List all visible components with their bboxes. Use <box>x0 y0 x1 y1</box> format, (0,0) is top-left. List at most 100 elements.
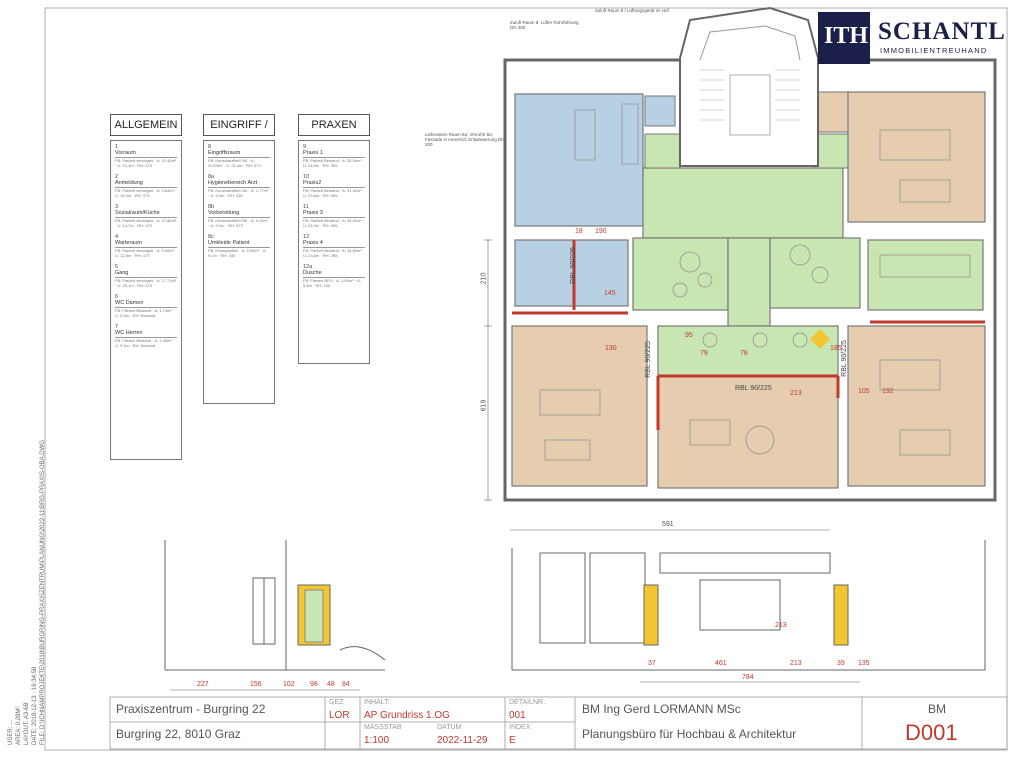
entry-detail: FB: Parkett Bestand · A: 34,61m² · U: 24… <box>303 218 365 228</box>
file-meta-user: USER: ... <box>8 719 14 745</box>
dimension-label: 461 <box>715 660 727 667</box>
legend-title-praxen: PRAXEN <box>298 114 370 136</box>
entry-num: 8b <box>208 204 215 210</box>
section-b <box>511 540 986 671</box>
entry-name: Vorraum <box>115 150 177 158</box>
section-a-door-green <box>304 589 324 643</box>
dimension-label: 210 <box>480 272 488 285</box>
dimension-label: 213 <box>775 622 787 629</box>
room-praxis-2 <box>847 91 986 223</box>
detail-value: 001 <box>509 710 526 721</box>
file-meta-area: AREA: 0.28M² <box>16 706 22 745</box>
legend-title-eingriff: EINGRIFF / OP <box>203 114 275 151</box>
room-wc-damen <box>644 133 681 169</box>
entry-name: Warteraum <box>115 240 177 248</box>
rbl-label: RBL 90/225 <box>735 385 772 392</box>
entry-num: 8 <box>208 144 212 150</box>
entry-detail: FB: Parkett versiegelt · A: 12,80m² · U:… <box>115 218 177 228</box>
entry-name: Dusche <box>303 270 365 278</box>
entry-name: Gang <box>115 270 177 278</box>
dimension-label: 79 <box>700 350 708 357</box>
bm-label: BM <box>928 702 946 716</box>
dimension-label: 185 <box>830 345 842 352</box>
index-label: INDEX <box>509 724 531 731</box>
project-address: Burgring 22, 8010 Graz <box>116 727 241 741</box>
entry-num: 3 <box>115 204 119 210</box>
sheet-number: D001 <box>905 720 958 745</box>
dimension-label: 213 <box>790 660 802 667</box>
entry-num: 2 <box>115 174 119 180</box>
entry-detail: FB: Parkett Bestand · A: 34,69m² · U: 23… <box>303 248 365 258</box>
room-sozialraum <box>867 239 984 311</box>
dimension-label: 95 <box>685 332 693 339</box>
entry-detail: FB: Parkett Bestand · A: 35,06m² · U: 24… <box>303 158 365 168</box>
entry-detail: FB: Fliesen Bestand · A: 1,49m² · U: 5,1… <box>115 338 175 348</box>
dimension-label: 39 <box>837 660 845 667</box>
stair-eye <box>729 74 771 136</box>
entry-num: 12a <box>303 264 313 270</box>
dimension-label: 619 <box>480 399 488 412</box>
logo-mark: ITH <box>818 12 870 64</box>
entry-name: Eingriffsraum <box>208 150 270 158</box>
new-walls-red <box>512 240 985 430</box>
dimension-label: 48 <box>327 681 335 688</box>
room-anmeldung <box>769 237 861 309</box>
entry-name: Praxis 3 <box>303 210 365 218</box>
entry-num: 4 <box>115 234 119 240</box>
dimension-label: 784 <box>742 674 754 681</box>
detail-label: DETAILNR.: <box>509 699 547 706</box>
dimension-label: 105 <box>858 388 870 395</box>
dimension-label: 190 <box>595 228 607 235</box>
file-meta-date: DATE: 2018-12-13 · 16:34:58 <box>32 666 38 745</box>
entry-detail: FB: Fliesen NEU · A: 1,89m² · U: 5,5m · … <box>303 278 362 288</box>
entry-name: Praxis 1 <box>303 150 365 158</box>
entry-name: Praxis2 <box>303 180 365 188</box>
entry-num: 12 <box>303 234 310 240</box>
plan-note: Zuluft Raum 8: Lüfter Rohrführung DN 200 <box>510 20 579 30</box>
sheet-frame <box>44 7 1008 751</box>
file-meta-file: FILE: D:\ICHNAMPROJEKTE\2018\BURGRING-PR… <box>40 440 46 745</box>
logo-subtitle: IMMOBILIENTREUHAND <box>880 46 988 55</box>
rbl-label: RBL 90/225 <box>840 340 848 377</box>
office-name: BM Ing Gerd LORMANN MSc <box>582 702 741 716</box>
room-gang-lower <box>657 325 839 377</box>
dimension-label: 78 <box>740 350 748 357</box>
room-praxis-4 <box>657 375 839 489</box>
rbl-label: RBL 90/225 <box>644 341 652 378</box>
entry-name: Umkleide Patient <box>208 240 270 248</box>
entry-detail: FB: Klinkeplatten · A: 5,05m² · U: 9,1m … <box>208 248 267 258</box>
dimension-label: 37 <box>648 660 656 667</box>
entry-detail: FB: Kunstharzfließ NK · A: 4,11m² · U: 9… <box>208 218 268 228</box>
datum-label: DATUM <box>437 724 462 731</box>
dimension-label: 18 <box>575 228 583 235</box>
stair-curve <box>699 25 801 61</box>
room-gang <box>727 237 771 327</box>
logo-name: SCHANTL <box>878 18 1006 45</box>
entry-num: 8c <box>208 234 214 240</box>
room-hygiene <box>644 95 676 127</box>
rbl-label: RBL 90/225 <box>569 247 577 284</box>
dimension-label: 135 <box>858 660 870 667</box>
highlight-marker <box>810 329 830 349</box>
dimension-lines-left <box>484 239 492 501</box>
dimension-label: 84 <box>342 681 350 688</box>
room-wc-herren <box>814 133 850 169</box>
plan-note: Lieferanten Raum 8a: Verrohrt bis Fassad… <box>425 132 505 147</box>
entry-detail: FB: Kunstharzfließ NK · A: 1,77m² · U: 5… <box>208 188 269 198</box>
plan-note: Zuluft Raum 8 / Lüftungsgerät im Hof <box>595 8 669 13</box>
